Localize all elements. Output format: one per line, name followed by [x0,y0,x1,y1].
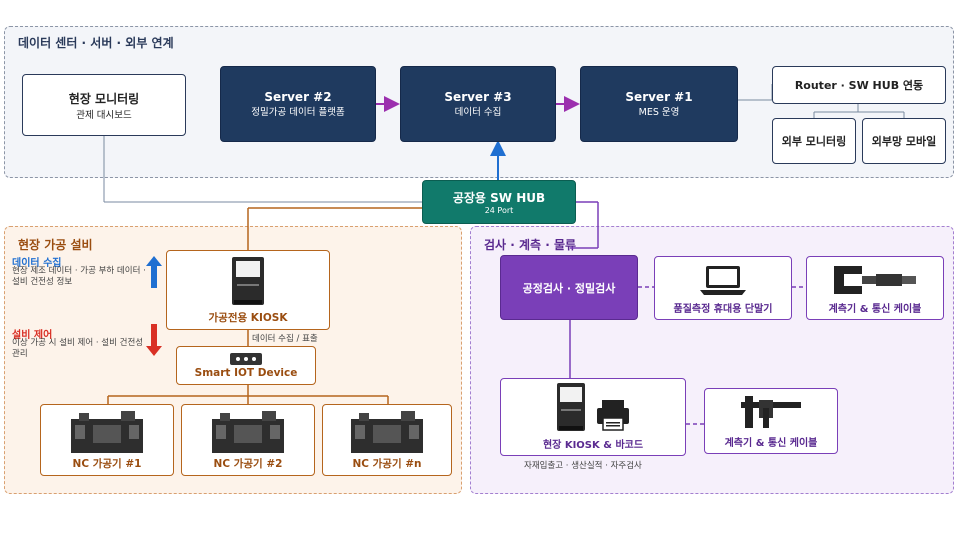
inspection-zone-title: 검사 · 계측 · 물류 [484,238,577,252]
barcode-printer-icon [597,400,629,431]
server3-sub: 데이터 수집 [454,107,502,118]
gauge-cable-title-1: 계측기 & 통신 케이블 [828,304,922,315]
control-desc: 이상 가공 시 설비 제어 · 설비 건전성 관리 [12,338,144,359]
field-kiosk-title: 가공전용 KIOSK [208,312,288,324]
server3-title: Server #3 [444,90,512,104]
micrometer-icon [834,266,916,294]
sw-hub-sub: 24 Port [484,206,514,215]
nc-machine-icon [351,411,423,453]
nc-machine-2-box[interactable]: NC 가공기 #2 [181,404,315,476]
datacenter-zone-title: 데이터 센터 · 서버 · 외부 연계 [18,36,174,50]
nc-machine-1-box[interactable]: NC 가공기 #1 [40,404,174,476]
portable-terminal-box[interactable]: 품질측정 휴대용 단말기 [654,256,792,320]
sw-hub-box[interactable]: 공장용 SW HUB 24 Port [422,180,576,224]
nc-machine-2-title: NC 가공기 #2 [213,458,283,470]
caliper-icon [741,396,801,428]
iot-device-title: Smart IOT Device [194,366,298,379]
server2-sub: 정밀가공 데이터 플랫폼 [251,107,345,118]
kiosk-barcode-icons [556,382,630,432]
data-collect-title: 데이터 수집 [12,258,62,269]
gauge-cable-box-1[interactable]: 계측기 & 통신 케이블 [806,256,944,320]
field-kiosk-barcode-box[interactable]: 현장 KIOSK & 바코드 [500,378,686,456]
monitoring-box[interactable]: 현장 모니터링 관제 대시보드 [22,74,186,136]
up-arrow-icon [146,256,162,288]
field-zone-title: 현장 가공 설비 [18,238,93,252]
field-kiosk-box[interactable]: 가공전용 KIOSK [166,250,330,330]
data-collect-desc: 현장 제조 데이터 · 가공 부하 데이터 · 설비 건전성 정보 [12,266,146,287]
process-inspection-box[interactable]: 공정검사 · 정밀검사 [500,255,638,320]
nc-machine-icon [212,411,284,453]
server1-sub: MES 운영 [638,107,680,118]
field-kiosk-caption: 데이터 수집 / 표출 [252,334,318,344]
field-kiosk-barcode-title: 현장 KIOSK & 바코드 [542,440,644,451]
monitoring-sub: 관제 대시보드 [76,109,132,121]
ext-mobile-box[interactable]: 외부망 모바일 [862,118,946,164]
field-kiosk-barcode-caption: 자재입출고 · 생산실적 · 자주검사 [524,461,642,471]
ext-monitoring-title: 외부 모니터링 [781,135,847,148]
server1-title: Server #1 [625,90,693,104]
server3-box[interactable]: Server #3 데이터 수집 [400,66,556,142]
iot-device-box[interactable]: Smart IOT Device [176,346,316,385]
down-arrow-icon [146,324,162,356]
control-title: 설비 제어 [12,330,53,341]
kiosk-icon [557,383,585,431]
nc-machine-n-box[interactable]: NC 가공기 #n [322,404,452,476]
laptop-icon [700,266,746,295]
ext-monitoring-box[interactable]: 외부 모니터링 [772,118,856,164]
router-box[interactable]: Router · SW HUB 연동 [772,66,946,104]
nc-machine-icon [71,411,143,453]
kiosk-icon [232,257,264,305]
nc-machine-n-title: NC 가공기 #n [352,458,422,470]
process-inspection-title: 공정검사 · 정밀검사 [522,281,616,295]
server2-box[interactable]: Server #2 정밀가공 데이터 플랫폼 [220,66,376,142]
iot-device-icon [230,352,262,365]
server2-title: Server #2 [264,90,332,104]
ext-mobile-title: 외부망 모바일 [871,135,937,148]
router-title: Router · SW HUB 연동 [794,79,924,92]
monitoring-title: 현장 모니터링 [68,91,140,106]
gauge-cable-title-2: 계측기 & 통신 케이블 [724,438,818,449]
nc-machine-1-title: NC 가공기 #1 [72,458,142,470]
gauge-cable-box-2[interactable]: 계측기 & 통신 케이블 [704,388,838,454]
server1-box[interactable]: Server #1 MES 운영 [580,66,738,142]
sw-hub-title: 공장용 SW HUB [452,191,546,205]
portable-terminal-title: 품질측정 휴대용 단말기 [673,304,773,315]
